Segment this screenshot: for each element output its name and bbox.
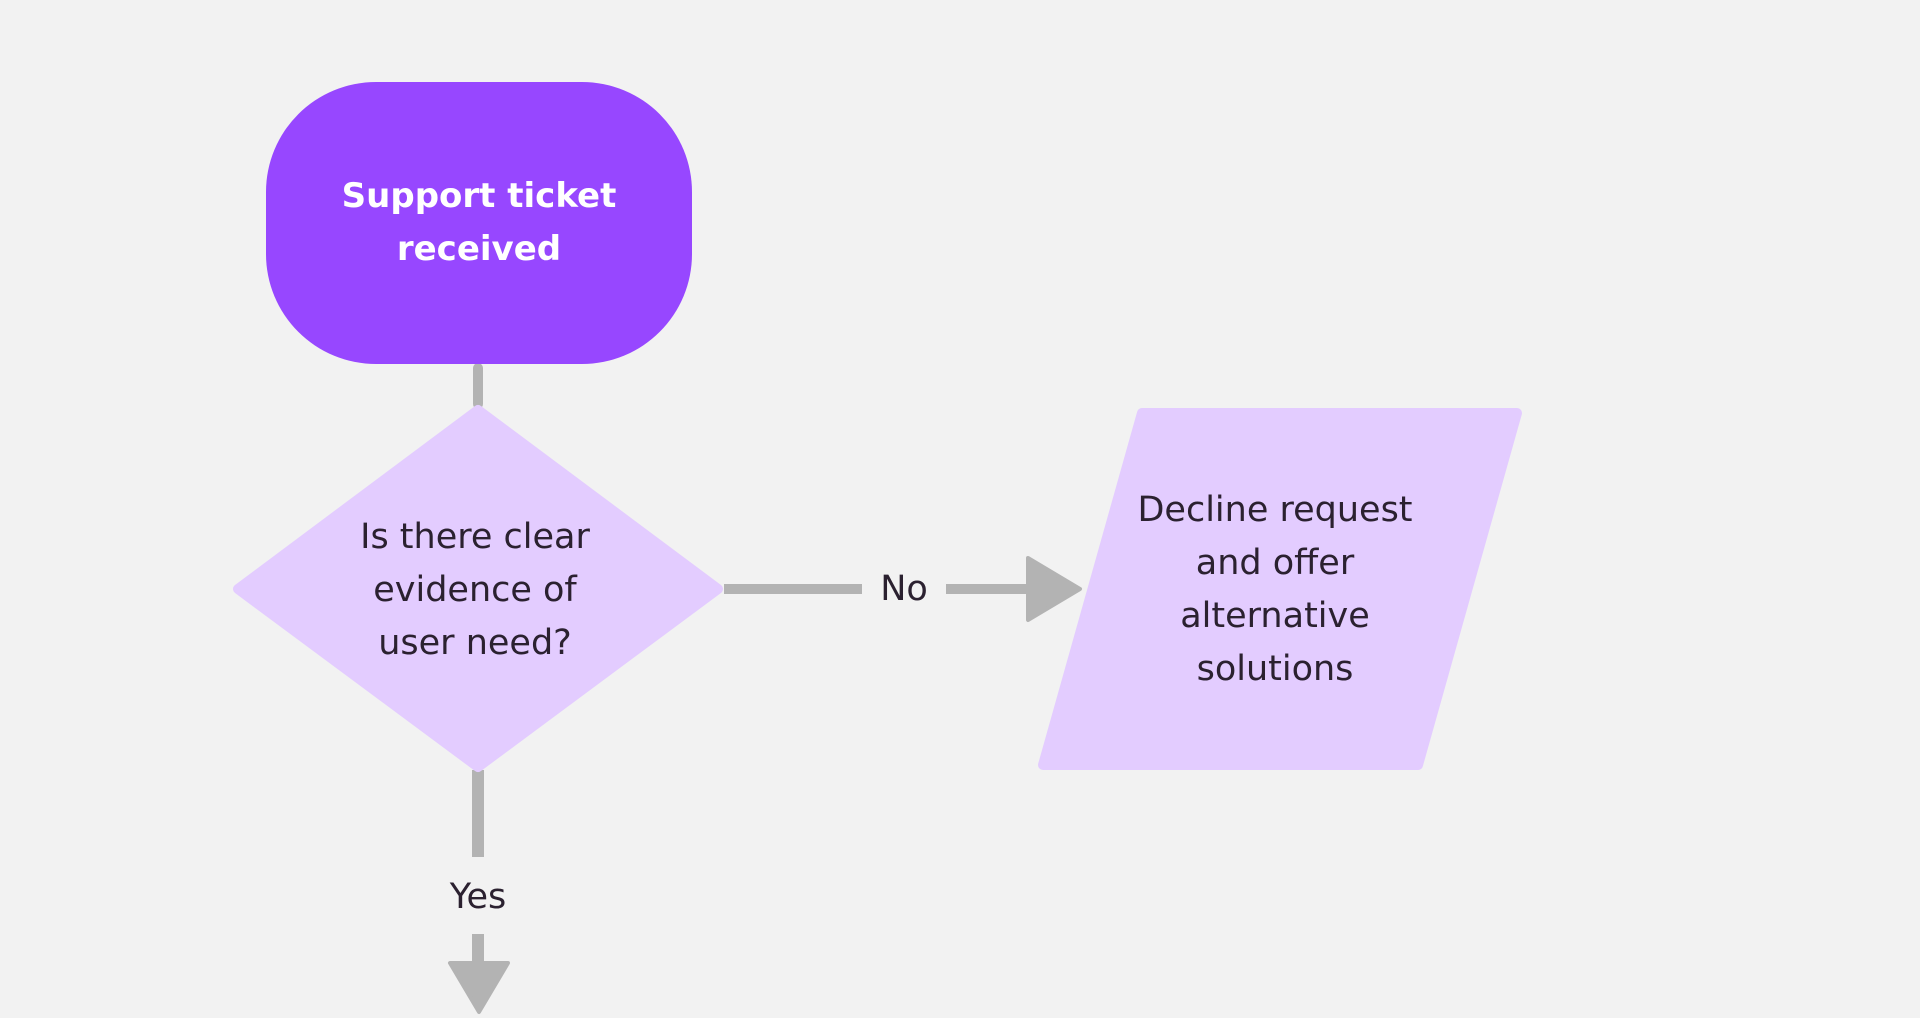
start-terminator-shape: [266, 82, 692, 364]
start-node-label: Support ticket received: [341, 176, 617, 269]
arrowhead-yes: [448, 961, 510, 1014]
decline-node-label: Decline request and offer alternative so…: [1137, 490, 1413, 689]
arrowhead-no: [1026, 556, 1082, 622]
decline-parallelogram-shape: [1038, 408, 1522, 770]
edge-label-no: No: [862, 569, 946, 609]
decision-node-label: Is there clear evidence of user need?: [360, 516, 590, 663]
edge-label-yes: Yes: [430, 877, 526, 917]
decision-diamond-shape: [233, 405, 723, 772]
